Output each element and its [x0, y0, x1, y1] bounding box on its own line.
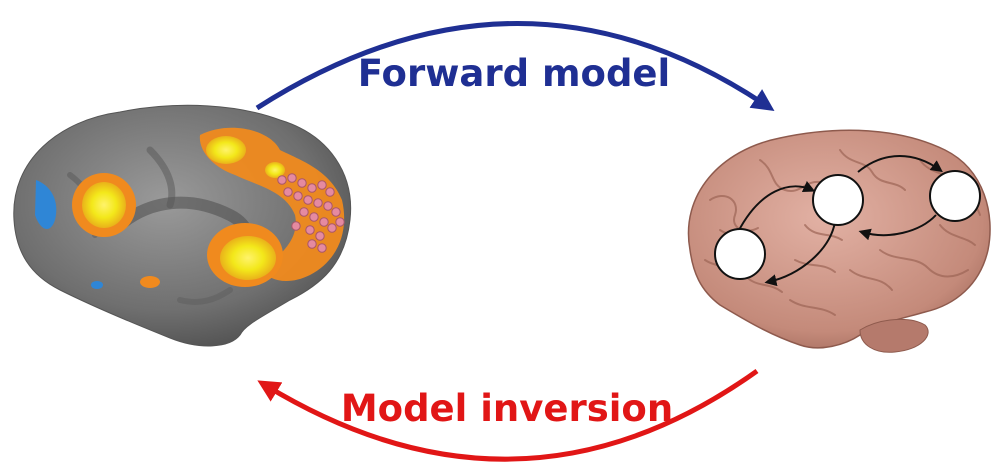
electrode-markers: [277, 173, 345, 253]
network-node-1: [714, 228, 766, 280]
model-inversion-label: Model inversion: [341, 387, 673, 430]
network-node-2: [812, 174, 864, 226]
inflated-cortex-activation-map-icon: [13, 104, 352, 347]
forward-model-label: Forward model: [358, 52, 670, 95]
inversion-arrow: [257, 368, 759, 462]
anatomical-brain-network-icon: [687, 129, 991, 353]
forward-arrow: [255, 21, 775, 112]
network-node-3: [929, 170, 981, 222]
